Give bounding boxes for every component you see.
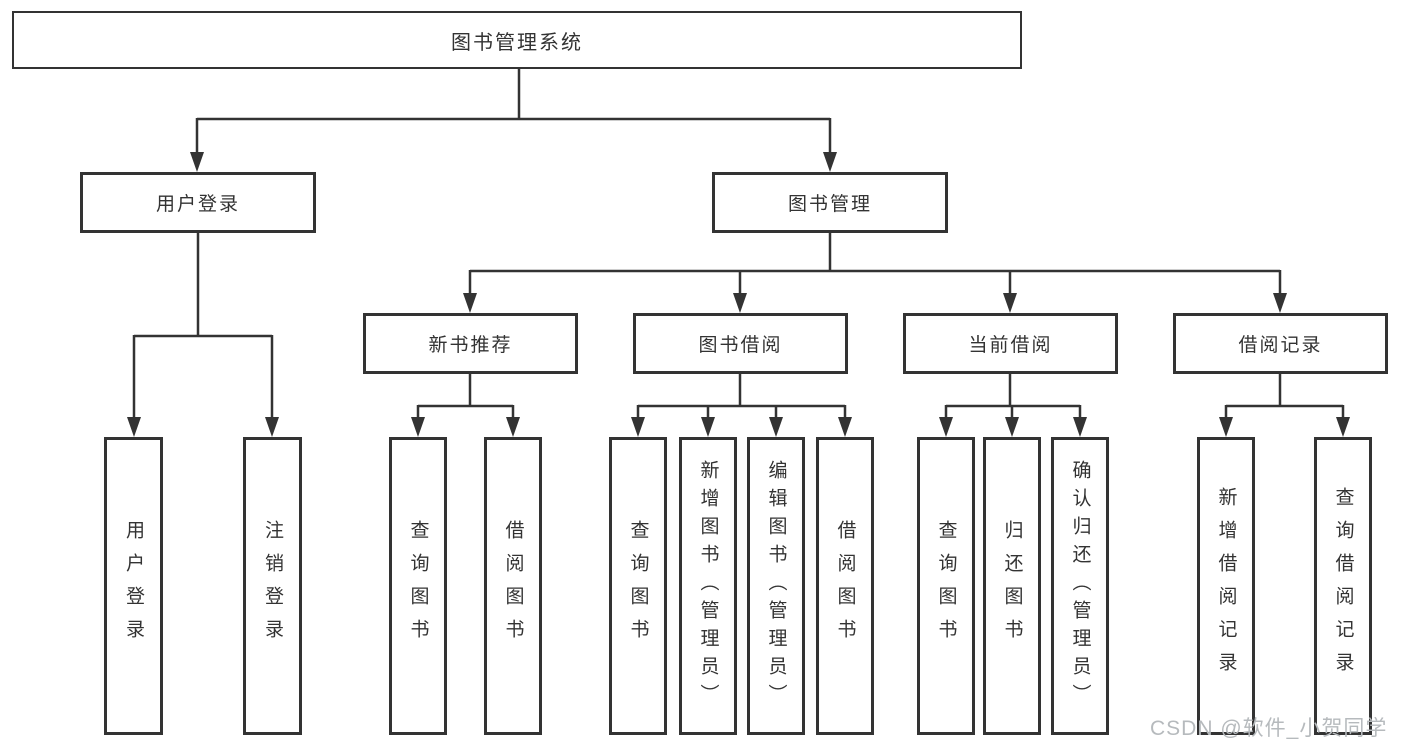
node-new-book-rec: 新书推荐 — [363, 313, 578, 374]
leaf-br-add-record: 新增借阅记录 — [1197, 437, 1255, 735]
node-current-borrow: 当前借阅 — [903, 313, 1118, 374]
leaf-cb-confirm-return-admin: 确认归还（管理员） — [1051, 437, 1109, 735]
leaf-rec-borrow-book: 借阅图书 — [484, 437, 542, 735]
leaf-bb-query-book: 查询图书 — [609, 437, 667, 735]
leaf-bb-add-book-admin: 新增图书（管理员） — [679, 437, 737, 735]
leaf-cb-return-book: 归还图书 — [983, 437, 1041, 735]
node-user-login: 用户登录 — [80, 172, 316, 233]
arrowheads — [127, 152, 1350, 437]
leaf-logout: 注销登录 — [243, 437, 302, 735]
leaf-bb-edit-book-admin: 编辑图书（管理员） — [747, 437, 805, 735]
leaf-cb-query-book: 查询图书 — [917, 437, 975, 735]
leaf-bb-borrow-book: 借阅图书 — [816, 437, 874, 735]
leaf-user-login: 用户登录 — [104, 437, 163, 735]
leaf-rec-query-book: 查询图书 — [389, 437, 447, 735]
csdn-watermark: CSDN @软件_小贺同学 — [1150, 717, 1388, 740]
node-borrow-records: 借阅记录 — [1173, 313, 1388, 374]
node-book-borrow: 图书借阅 — [633, 313, 848, 374]
node-book-manage: 图书管理 — [712, 172, 948, 233]
leaf-br-query-record: 查询借阅记录 — [1314, 437, 1372, 735]
node-root: 图书管理系统 — [12, 11, 1022, 69]
